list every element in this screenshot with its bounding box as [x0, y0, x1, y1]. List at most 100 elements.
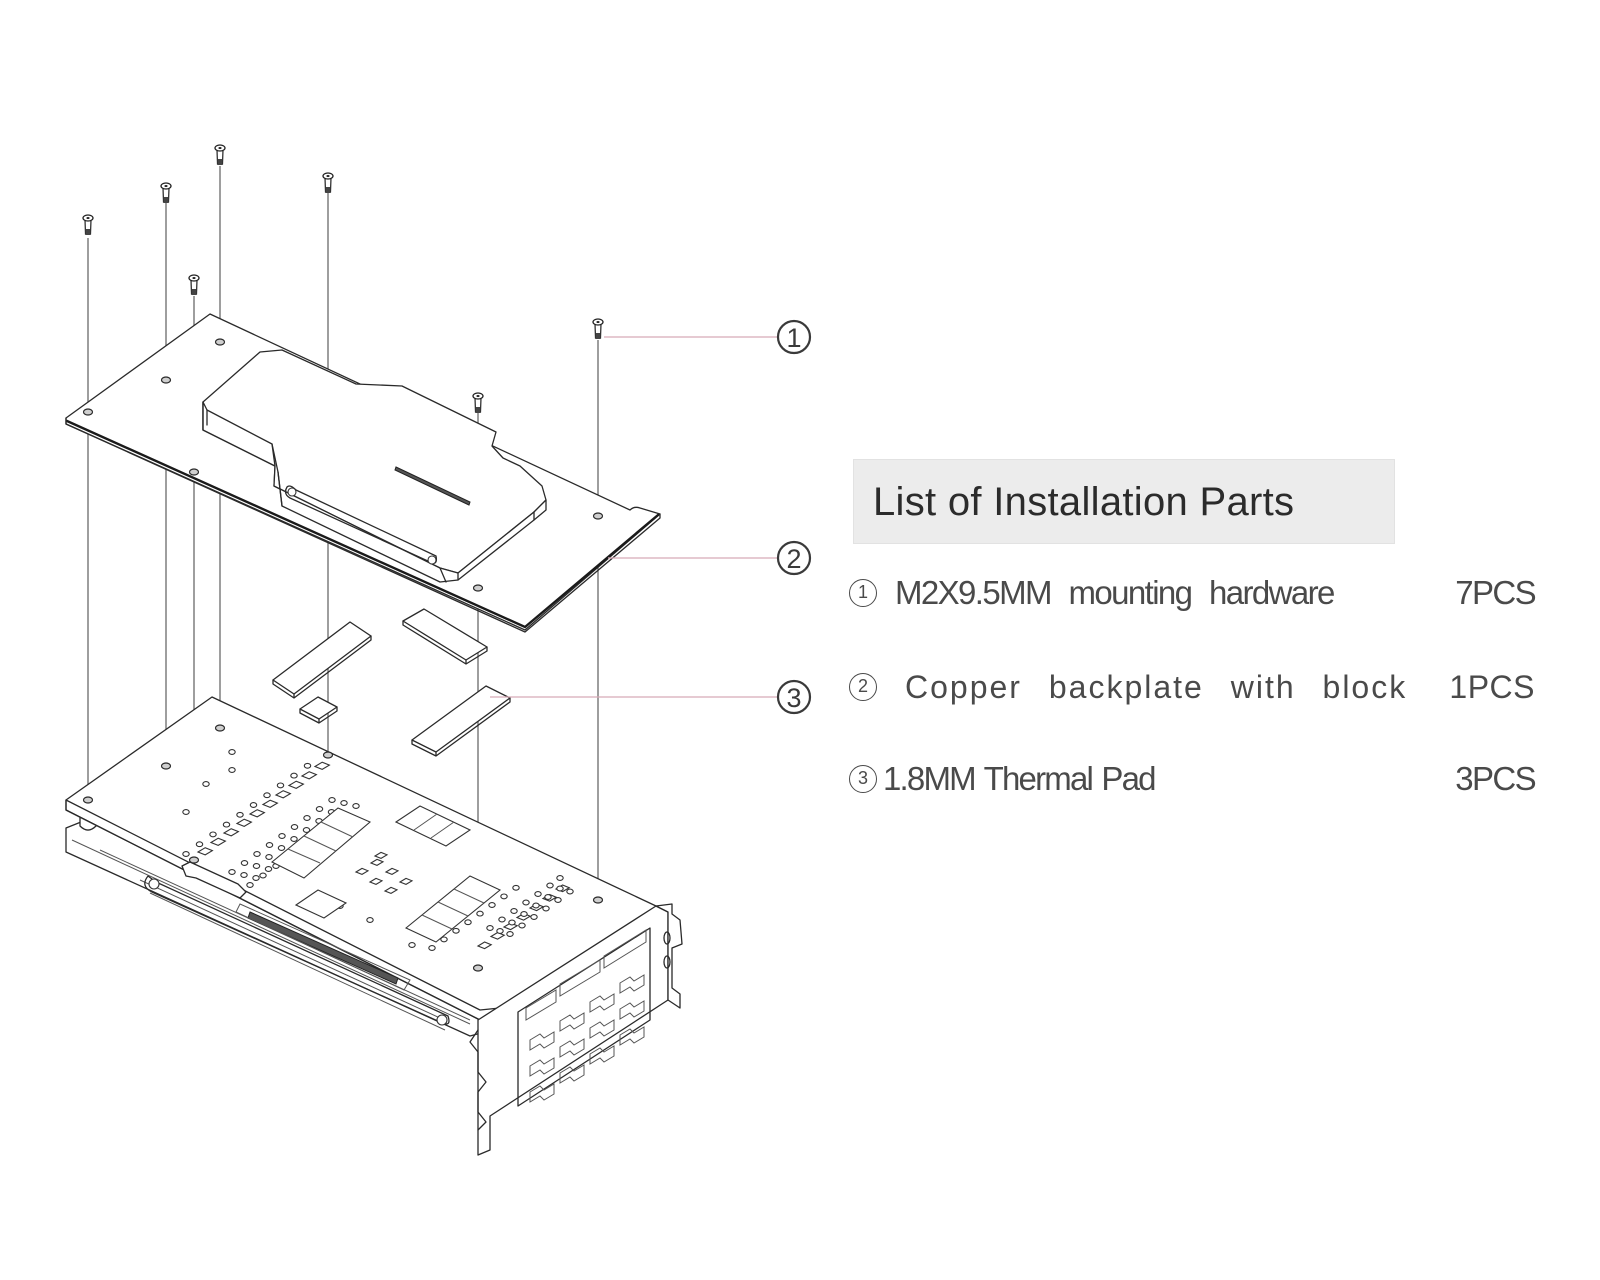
- mounting-hole: [322, 751, 334, 759]
- capacitor: [315, 806, 324, 812]
- screw-socket: [86, 217, 90, 219]
- water-block-side: [202, 401, 547, 583]
- io-vent-slot: [589, 993, 615, 1013]
- capacitor: [532, 902, 540, 909]
- mounting-hole: [160, 376, 172, 384]
- part-number-badge: 3: [849, 765, 877, 793]
- screw: [472, 392, 484, 413]
- screw-thread: [163, 197, 169, 203]
- vrm-choke: [476, 941, 493, 950]
- vrm-choke: [248, 809, 266, 818]
- capacitor-pair: [440, 936, 448, 943]
- callout-2-circle: [776, 540, 812, 576]
- io-vents: [529, 974, 645, 1103]
- capacitor-pair: [303, 762, 312, 769]
- pcb-test-pad: [556, 875, 564, 881]
- mounting-hole: [82, 796, 94, 804]
- vrm-choke: [287, 780, 305, 789]
- mounting-hole: [188, 468, 200, 476]
- port-plug-2: [427, 555, 437, 565]
- capacitor-pair: [428, 945, 436, 951]
- power-ic: [384, 867, 400, 876]
- pcb-test-pad: [182, 809, 190, 815]
- io-vent-slot: [619, 974, 645, 994]
- screw-socket: [476, 395, 480, 397]
- capacitor: [534, 891, 542, 897]
- screw: [592, 318, 604, 339]
- capacitor: [264, 866, 273, 872]
- io-vent-panel: [517, 927, 651, 1107]
- capacitor: [566, 888, 574, 895]
- capacitor: [328, 797, 336, 803]
- screw-thread: [85, 229, 91, 235]
- capacitor-pair: [512, 884, 520, 891]
- pcb-test-pad: [408, 942, 416, 948]
- capacitor: [542, 905, 550, 912]
- capacitor: [278, 833, 286, 839]
- screw-thread: [595, 333, 601, 339]
- capacitor: [240, 860, 249, 866]
- mounting-hole: [472, 584, 484, 592]
- power-ic: [368, 877, 384, 886]
- rail-screw-front: [148, 878, 160, 890]
- capacitor: [520, 911, 528, 917]
- mounting-hole: [214, 724, 226, 732]
- screw: [188, 274, 200, 295]
- capacitor: [252, 863, 261, 869]
- screw-socket: [596, 321, 600, 323]
- mounting-hole: [160, 762, 172, 770]
- capacitor: [265, 842, 274, 848]
- capacitor: [265, 854, 273, 860]
- capacitor-pair: [476, 910, 484, 917]
- screw-socket: [164, 185, 168, 187]
- part-description: M2X9.5MM mounting hardware: [895, 574, 1335, 611]
- card-latch: [181, 861, 247, 899]
- copper-backplate: [65, 313, 661, 633]
- io-vent-slot: [589, 1019, 615, 1039]
- io-ports: [525, 929, 647, 1021]
- capacitor: [352, 803, 360, 809]
- part-number-badge: 2: [849, 673, 877, 701]
- capacitor: [290, 836, 298, 842]
- io-vent-slot: [559, 1012, 585, 1032]
- mounting-hole: [82, 408, 94, 416]
- capacitor: [303, 815, 311, 821]
- screw-socket: [192, 277, 196, 279]
- water-block-logo-engraving: [394, 466, 471, 506]
- pcb-test-pad: [202, 781, 210, 787]
- thermal-pad-4: [411, 685, 511, 753]
- parts-list-item: 3 1.8MM Thermal Pad 3PCS: [849, 759, 1537, 803]
- capacitor: [290, 824, 299, 830]
- screw: [214, 144, 226, 165]
- screw-thread: [325, 187, 331, 193]
- capacitor-pair: [464, 919, 472, 926]
- vrm-choke: [209, 837, 227, 846]
- callouts: 1 2 3: [490, 319, 812, 715]
- io-vent-slot: [589, 1045, 615, 1065]
- thermal-pad-2: [402, 608, 488, 661]
- callout-3-circle: [776, 679, 812, 715]
- part-quantity: 3PCS: [1455, 760, 1536, 797]
- port-plug-1: [287, 487, 297, 497]
- vrm-choke: [235, 818, 253, 827]
- capacitor-pair: [195, 841, 204, 848]
- capacitor-pair: [263, 792, 271, 799]
- capacitor: [240, 872, 248, 878]
- mounting-screws: [82, 144, 604, 413]
- screw-thread: [475, 407, 481, 413]
- vrm-choke: [489, 931, 506, 940]
- graphics-card: [65, 696, 683, 1156]
- capacitor: [530, 914, 538, 920]
- pcie-connector: [247, 911, 399, 985]
- power-ic: [383, 886, 399, 895]
- memory-chip-group-top: [394, 805, 472, 847]
- callout-2-number: 2: [786, 544, 801, 574]
- parts-list-title: List of Installation Parts: [873, 480, 1295, 524]
- power-ic: [354, 867, 370, 876]
- capacitor: [522, 899, 530, 906]
- io-vent-slot: [559, 1064, 585, 1084]
- capacitor: [518, 922, 526, 929]
- capacitor-pair: [500, 893, 508, 900]
- callout-3-number: 3: [786, 683, 801, 713]
- vrm-choke: [261, 799, 279, 808]
